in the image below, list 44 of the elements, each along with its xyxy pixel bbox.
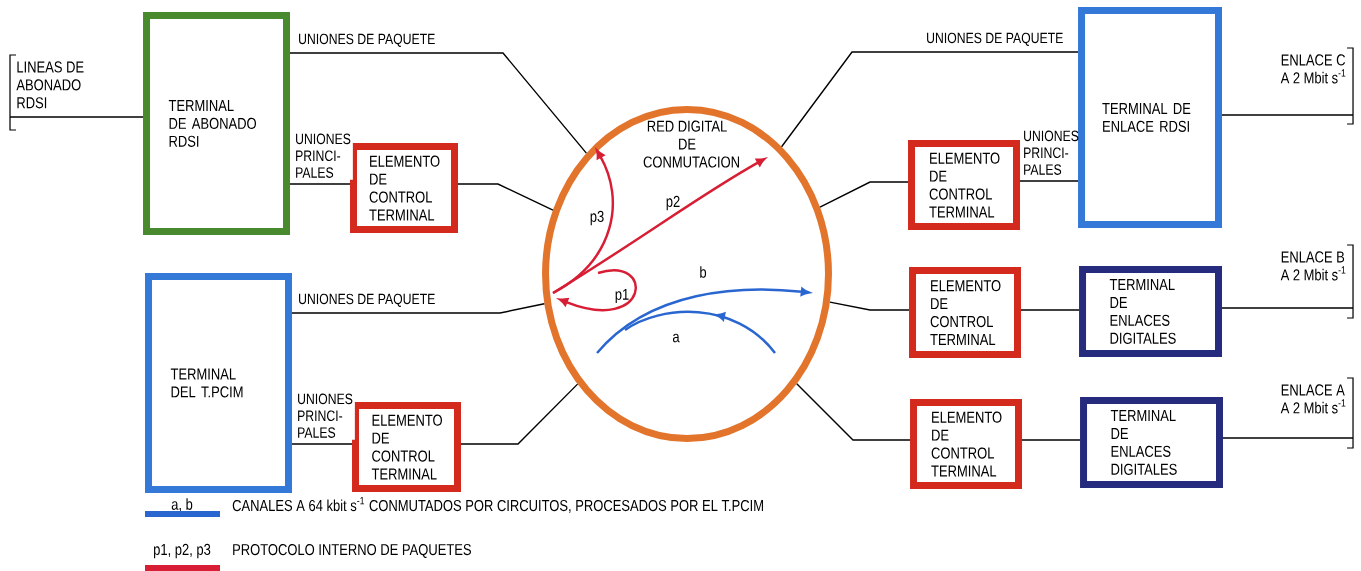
- line-label: LINEAS DE ABONADO RDSI: [16, 61, 84, 109]
- channel-label: a: [672, 333, 680, 343]
- connector-line: [1020, 309, 1080, 311]
- control-box: ELEMENTO DE CONTROL TERMINAL: [352, 402, 461, 492]
- channel-label: b: [700, 266, 707, 278]
- line-label: ENLACE B A 2 Mbit s$^{-1}$: [1280, 251, 1346, 281]
- connector-line: [796, 383, 911, 441]
- connector-line: [1222, 437, 1354, 439]
- channel-label: p1: [615, 288, 629, 304]
- edge-label: UNIONES DE PAQUETE: [924, 30, 1066, 48]
- legend-key-label: p1, p2, p3: [154, 543, 211, 559]
- connector-line: [460, 383, 579, 445]
- channel-label: p3: [590, 210, 604, 226]
- control-box: ELEMENTO DE CONTROL TERMINAL: [909, 267, 1021, 358]
- line-label: ENLACE C A 2 Mbit s$^{-1}$: [1280, 54, 1346, 84]
- control-box: ELEMENTO DE CONTROL TERMINAL: [908, 140, 1020, 230]
- connector-line: [457, 183, 554, 211]
- connector-line: [1221, 114, 1354, 116]
- terminal-box: TERMINAL DEL T.PCIM: [145, 273, 292, 493]
- terminal-box: TERMINAL DE ENLACES DIGITALES: [1080, 397, 1223, 488]
- connector-line: [291, 303, 546, 314]
- connector-line: [291, 443, 353, 445]
- terminal-box: TERMINAL DE ENLACE RDSI: [1078, 7, 1222, 228]
- legend-text: PROTOCOLO INTERNO DE PAQUETES: [233, 544, 471, 558]
- control-box: ELEMENTO DE CONTROL TERMINAL: [910, 399, 1022, 489]
- legend-text: CANALES A 64 kbit s$^{-1}$ CONMUTADOS POR CIRCUITOS, PROCESADOS POR EL T.PCIM: [232, 497, 763, 513]
- connector-line: [1019, 180, 1079, 182]
- connector-line: [1021, 439, 1081, 441]
- connector-line: [9, 116, 144, 118]
- edge-label: UNIONES DE PAQUETE: [296, 31, 438, 49]
- connector-line: [819, 181, 909, 208]
- line-label: ENLACE A A 2 Mbit s$^{-1}$: [1280, 384, 1346, 414]
- connector-line: [1221, 307, 1354, 309]
- edge-label: UNIONES DE PAQUETE: [296, 291, 438, 309]
- connector-line: [780, 51, 1079, 148]
- edge-label: UNIONES PRINCI-PALES: [293, 131, 353, 180]
- edge-label: UNIONES PRINCI-PALES: [295, 391, 355, 440]
- connector-line: [289, 52, 588, 154]
- control-box: ELEMENTO DE CONTROL TERMINAL: [350, 143, 458, 233]
- connector-line: [289, 183, 351, 185]
- terminal-box: TERMINAL DE ENLACES DIGITALES: [1079, 266, 1222, 357]
- terminal-box: TERMINAL DE ABONADO RDSI: [143, 12, 290, 235]
- connector-line: [829, 301, 910, 311]
- channel-label: p2: [666, 195, 680, 211]
